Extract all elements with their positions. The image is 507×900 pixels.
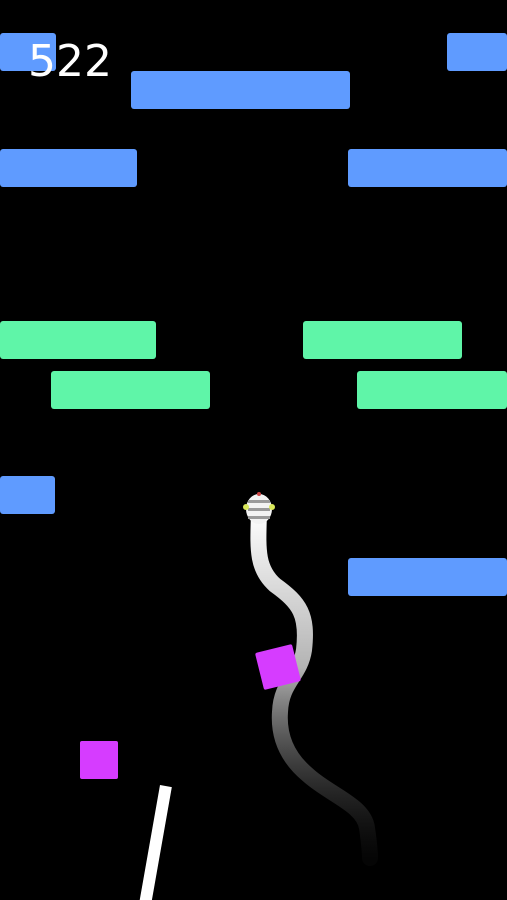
blue-block xyxy=(348,149,507,187)
blue-block xyxy=(447,33,507,71)
purple-diamond-icon xyxy=(80,741,118,779)
blue-block xyxy=(348,558,507,596)
blue-block xyxy=(0,33,56,71)
blue-block xyxy=(131,71,350,109)
green-block xyxy=(51,371,210,409)
green-block xyxy=(303,321,462,359)
green-block xyxy=(0,321,156,359)
score-counter: 522 xyxy=(28,36,112,87)
blue-block xyxy=(0,476,55,514)
blue-block xyxy=(0,149,137,187)
green-block xyxy=(357,371,507,409)
